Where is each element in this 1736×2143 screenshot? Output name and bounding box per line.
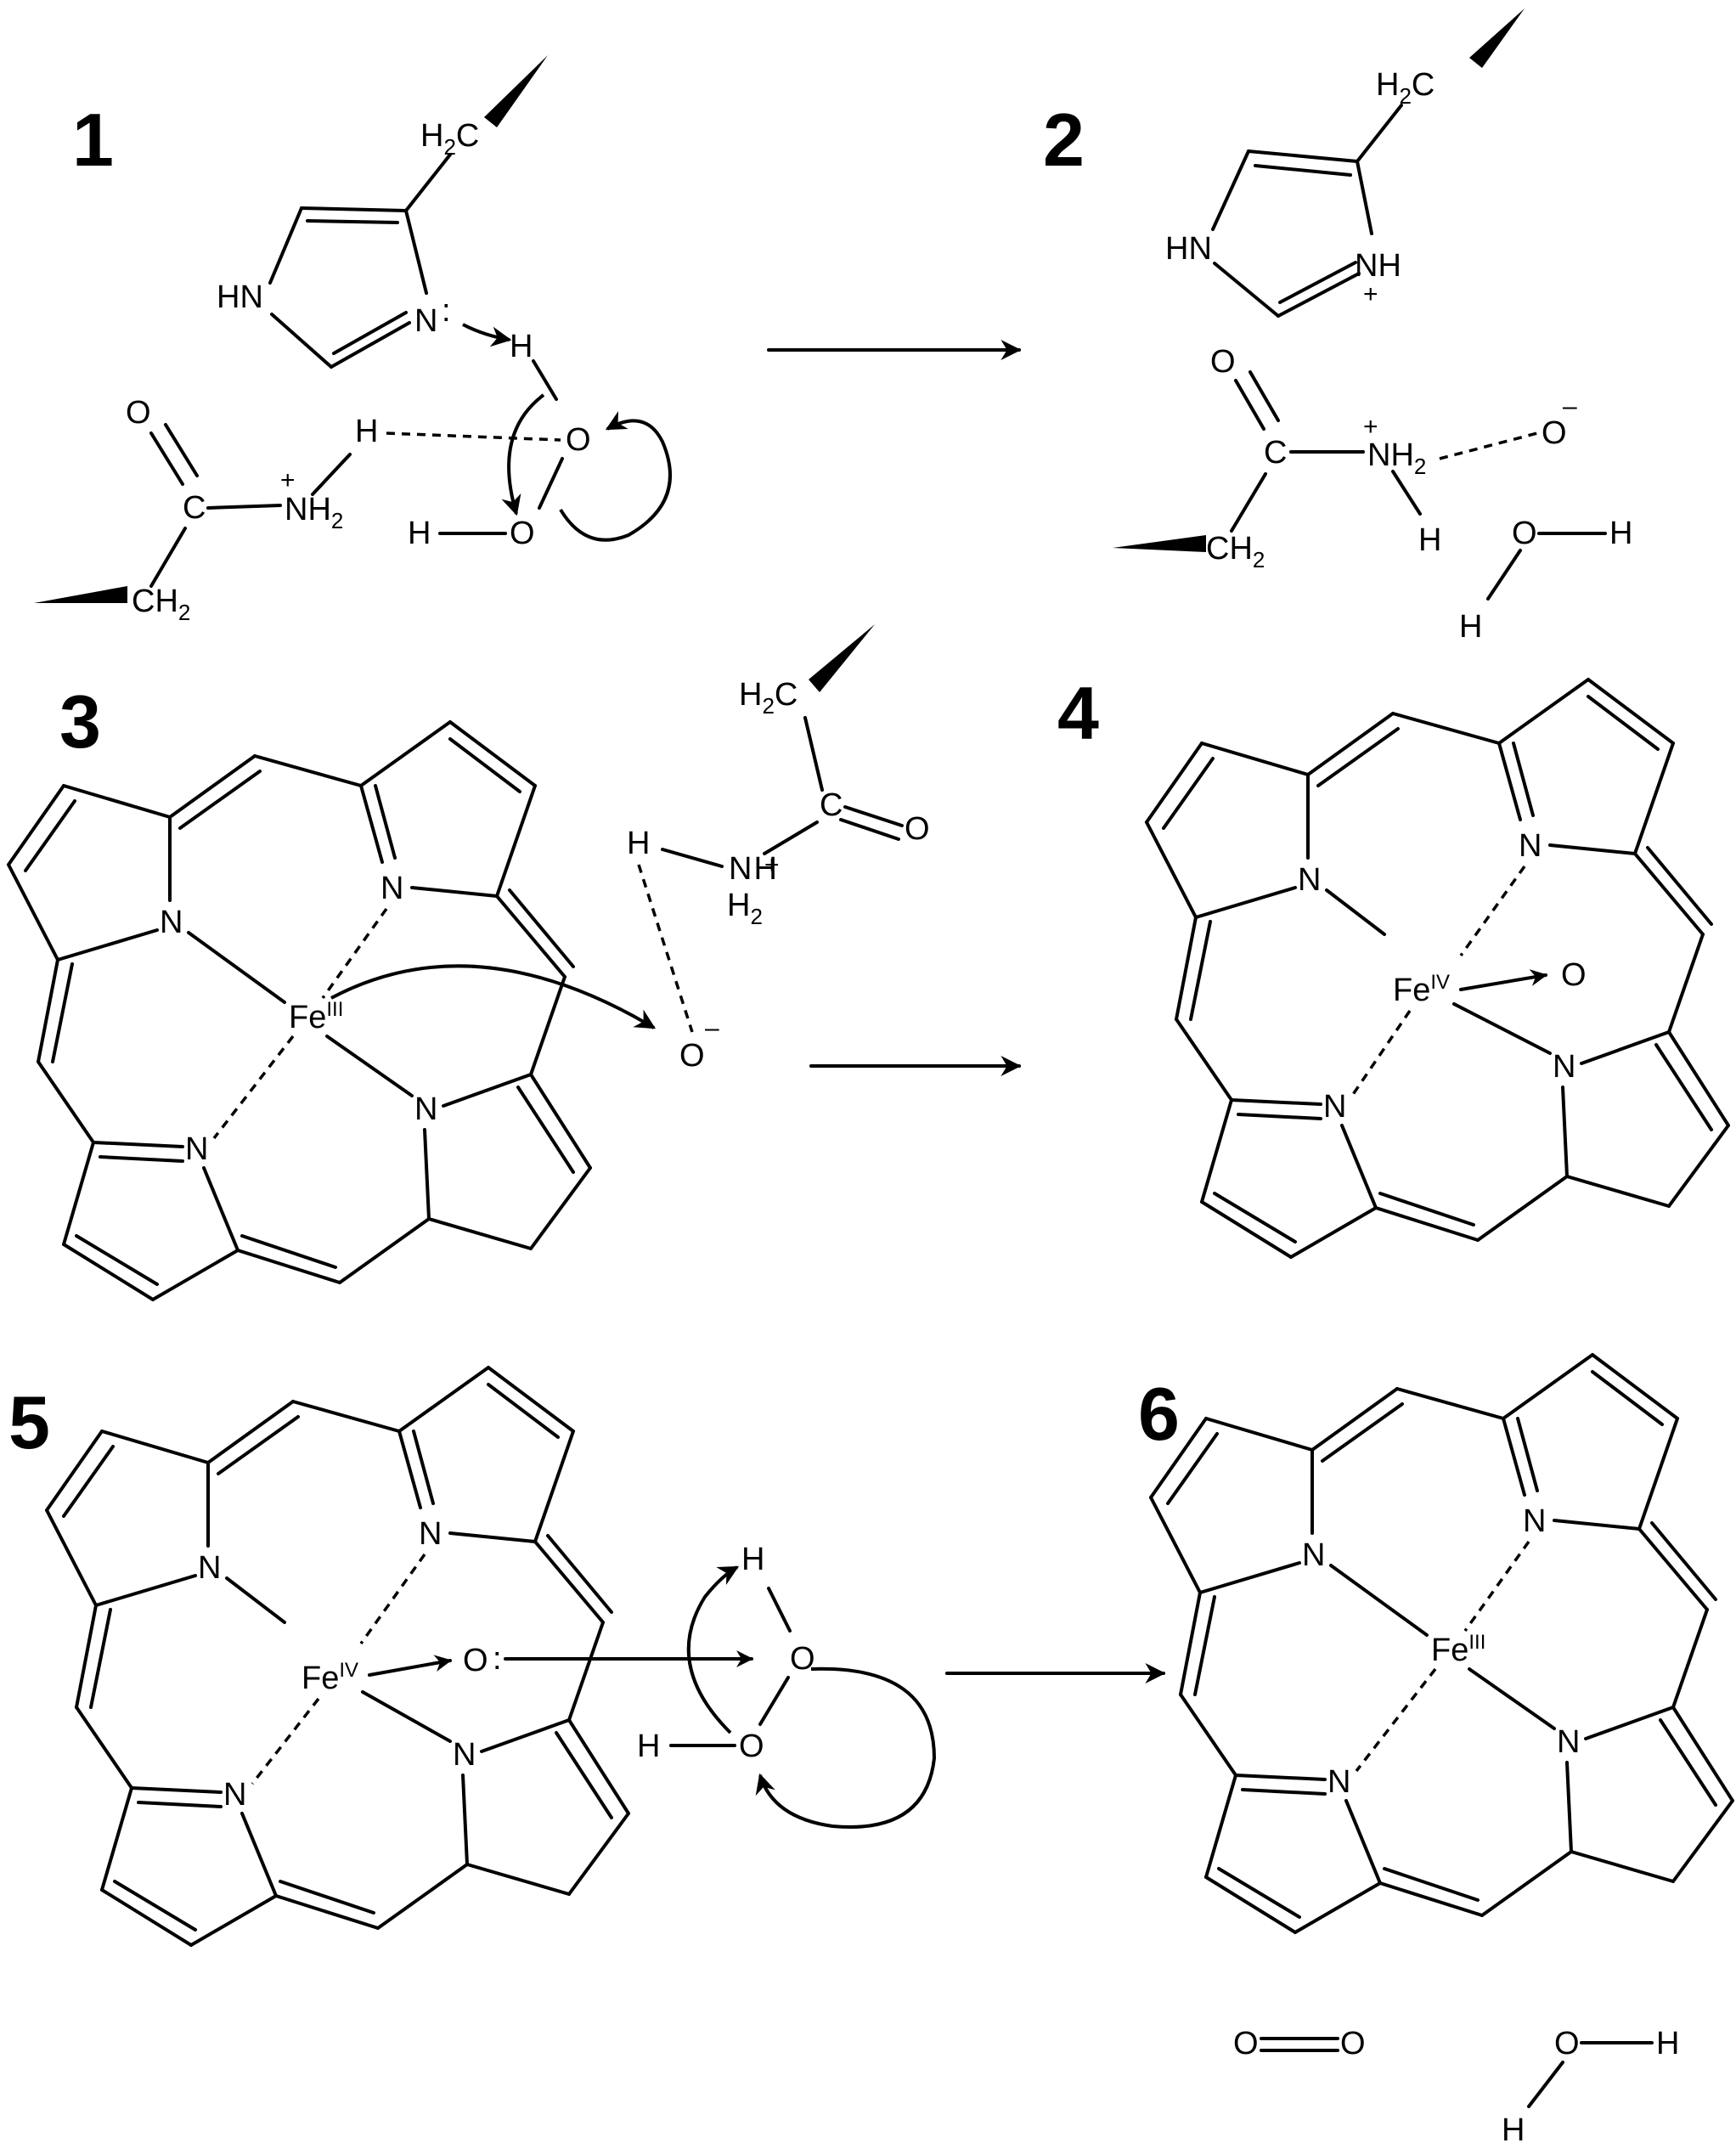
porphyrin-3: N N FeIII N N [7, 720, 657, 1301]
atom-o: O [1554, 2026, 1580, 2061]
stage-label-1: 1 [72, 98, 114, 182]
stage-3-amide: H2C C O NH + H2 H O – [627, 624, 930, 1074]
charge-plus: + [1363, 413, 1378, 441]
atom-h: H [627, 826, 650, 861]
atom-n: N [1523, 1503, 1546, 1539]
atom-c: C [1264, 435, 1287, 471]
atom-o: O [510, 516, 535, 551]
stage-label-5: 5 [8, 1380, 50, 1464]
atom-fe: FeIV [1393, 971, 1450, 1008]
atom-h: H [1656, 2026, 1679, 2061]
atom-o: O [1233, 2026, 1259, 2061]
atom-n: N [453, 1737, 476, 1773]
charge-minus: – [1563, 392, 1577, 420]
atom-n: N [1298, 862, 1321, 898]
atom-n: N [1302, 1537, 1325, 1573]
stage-2-structures: H2C HN NH + O C + NH2 O – H CH2 O H H [1113, 8, 1632, 645]
porphyrin-6: N N FeIII N N [1149, 1353, 1734, 1934]
atom-h: H [1459, 609, 1482, 645]
stage-6-products: O O O H H [1233, 2026, 1679, 2143]
atom-n: N [1553, 1049, 1575, 1085]
porphyrin-4: N N FeIV O N N [1145, 678, 1730, 1259]
atom-o: O [1561, 957, 1587, 993]
atom-n: N [223, 1777, 246, 1813]
stage-label-3: 3 [59, 680, 101, 764]
stage-label-4: 4 [1057, 671, 1099, 755]
charge-plus: + [280, 466, 296, 494]
atom-o: O [566, 422, 591, 458]
atom-n: N [185, 1131, 208, 1167]
charge-minus: – [705, 1014, 719, 1042]
atom-ch2: CH2 [1206, 531, 1265, 572]
atom-nh: NH [1355, 248, 1401, 284]
atom-fe: FeIV [302, 1659, 358, 1696]
atom-h: H [637, 1728, 660, 1764]
lone-pair: : [493, 1641, 502, 1677]
atom-h: H [741, 1542, 764, 1577]
atom-o: O [1210, 344, 1236, 380]
porphyrin-5: N N FeIV O : N N [45, 1366, 753, 1947]
atom-n: N [414, 1091, 437, 1127]
atom-n: N [1519, 828, 1542, 864]
atom-h: H [408, 516, 431, 551]
atom-nh2: NH2 [1367, 437, 1426, 479]
atom-o: O [1512, 516, 1537, 551]
atom-o: O [463, 1643, 488, 1678]
atom-c: C [820, 787, 843, 823]
atom-h: H [1418, 522, 1441, 558]
stage-label-6: 6 [1138, 1372, 1180, 1456]
atom-hn: HN [217, 279, 263, 315]
atom-o: O [679, 1038, 705, 1074]
atom-n: N [1327, 1764, 1350, 1800]
charge-plus: + [764, 851, 780, 879]
atom-n: N [1557, 1724, 1580, 1760]
atom-o: O [905, 811, 930, 847]
atom-h: H [1609, 516, 1632, 551]
stage-1-structures: H2C HN N : H O H O C + NH2 CH2 O [34, 55, 672, 625]
atom-nh2: NH2 [285, 492, 343, 533]
atom-o: O [790, 1641, 815, 1677]
stage-label-2: 2 [1043, 98, 1085, 182]
atom-o: O [739, 1728, 764, 1764]
charge-plus: + [1363, 280, 1378, 308]
atom-ch2: CH2 [132, 584, 190, 625]
atom-c: C [183, 490, 206, 526]
atom-n: N [1323, 1089, 1346, 1125]
atom-fe: FeIII [1431, 1631, 1485, 1668]
atom-h2c: H2C [1376, 67, 1434, 109]
atom-h: H [1502, 2112, 1525, 2143]
atom-o: O [1542, 415, 1567, 451]
lone-pair: : [442, 293, 451, 329]
atom-n: N [419, 1516, 442, 1552]
atom-n: N [380, 871, 403, 906]
atom-h: H [510, 329, 533, 364]
atom-n: N [160, 905, 183, 940]
atom-o: O [126, 395, 151, 431]
atom-fe: FeIII [289, 998, 343, 1035]
atom-h: H [355, 414, 378, 449]
atom-h2: H2 [727, 888, 763, 929]
atom-n: N [414, 303, 437, 339]
atom-o: O [1340, 2026, 1366, 2061]
atom-n: N [198, 1550, 221, 1586]
atom-h2c: H2C [739, 677, 798, 719]
stage-5-peroxide: H O O H [637, 1542, 937, 1829]
atom-hn: HN [1165, 231, 1212, 267]
